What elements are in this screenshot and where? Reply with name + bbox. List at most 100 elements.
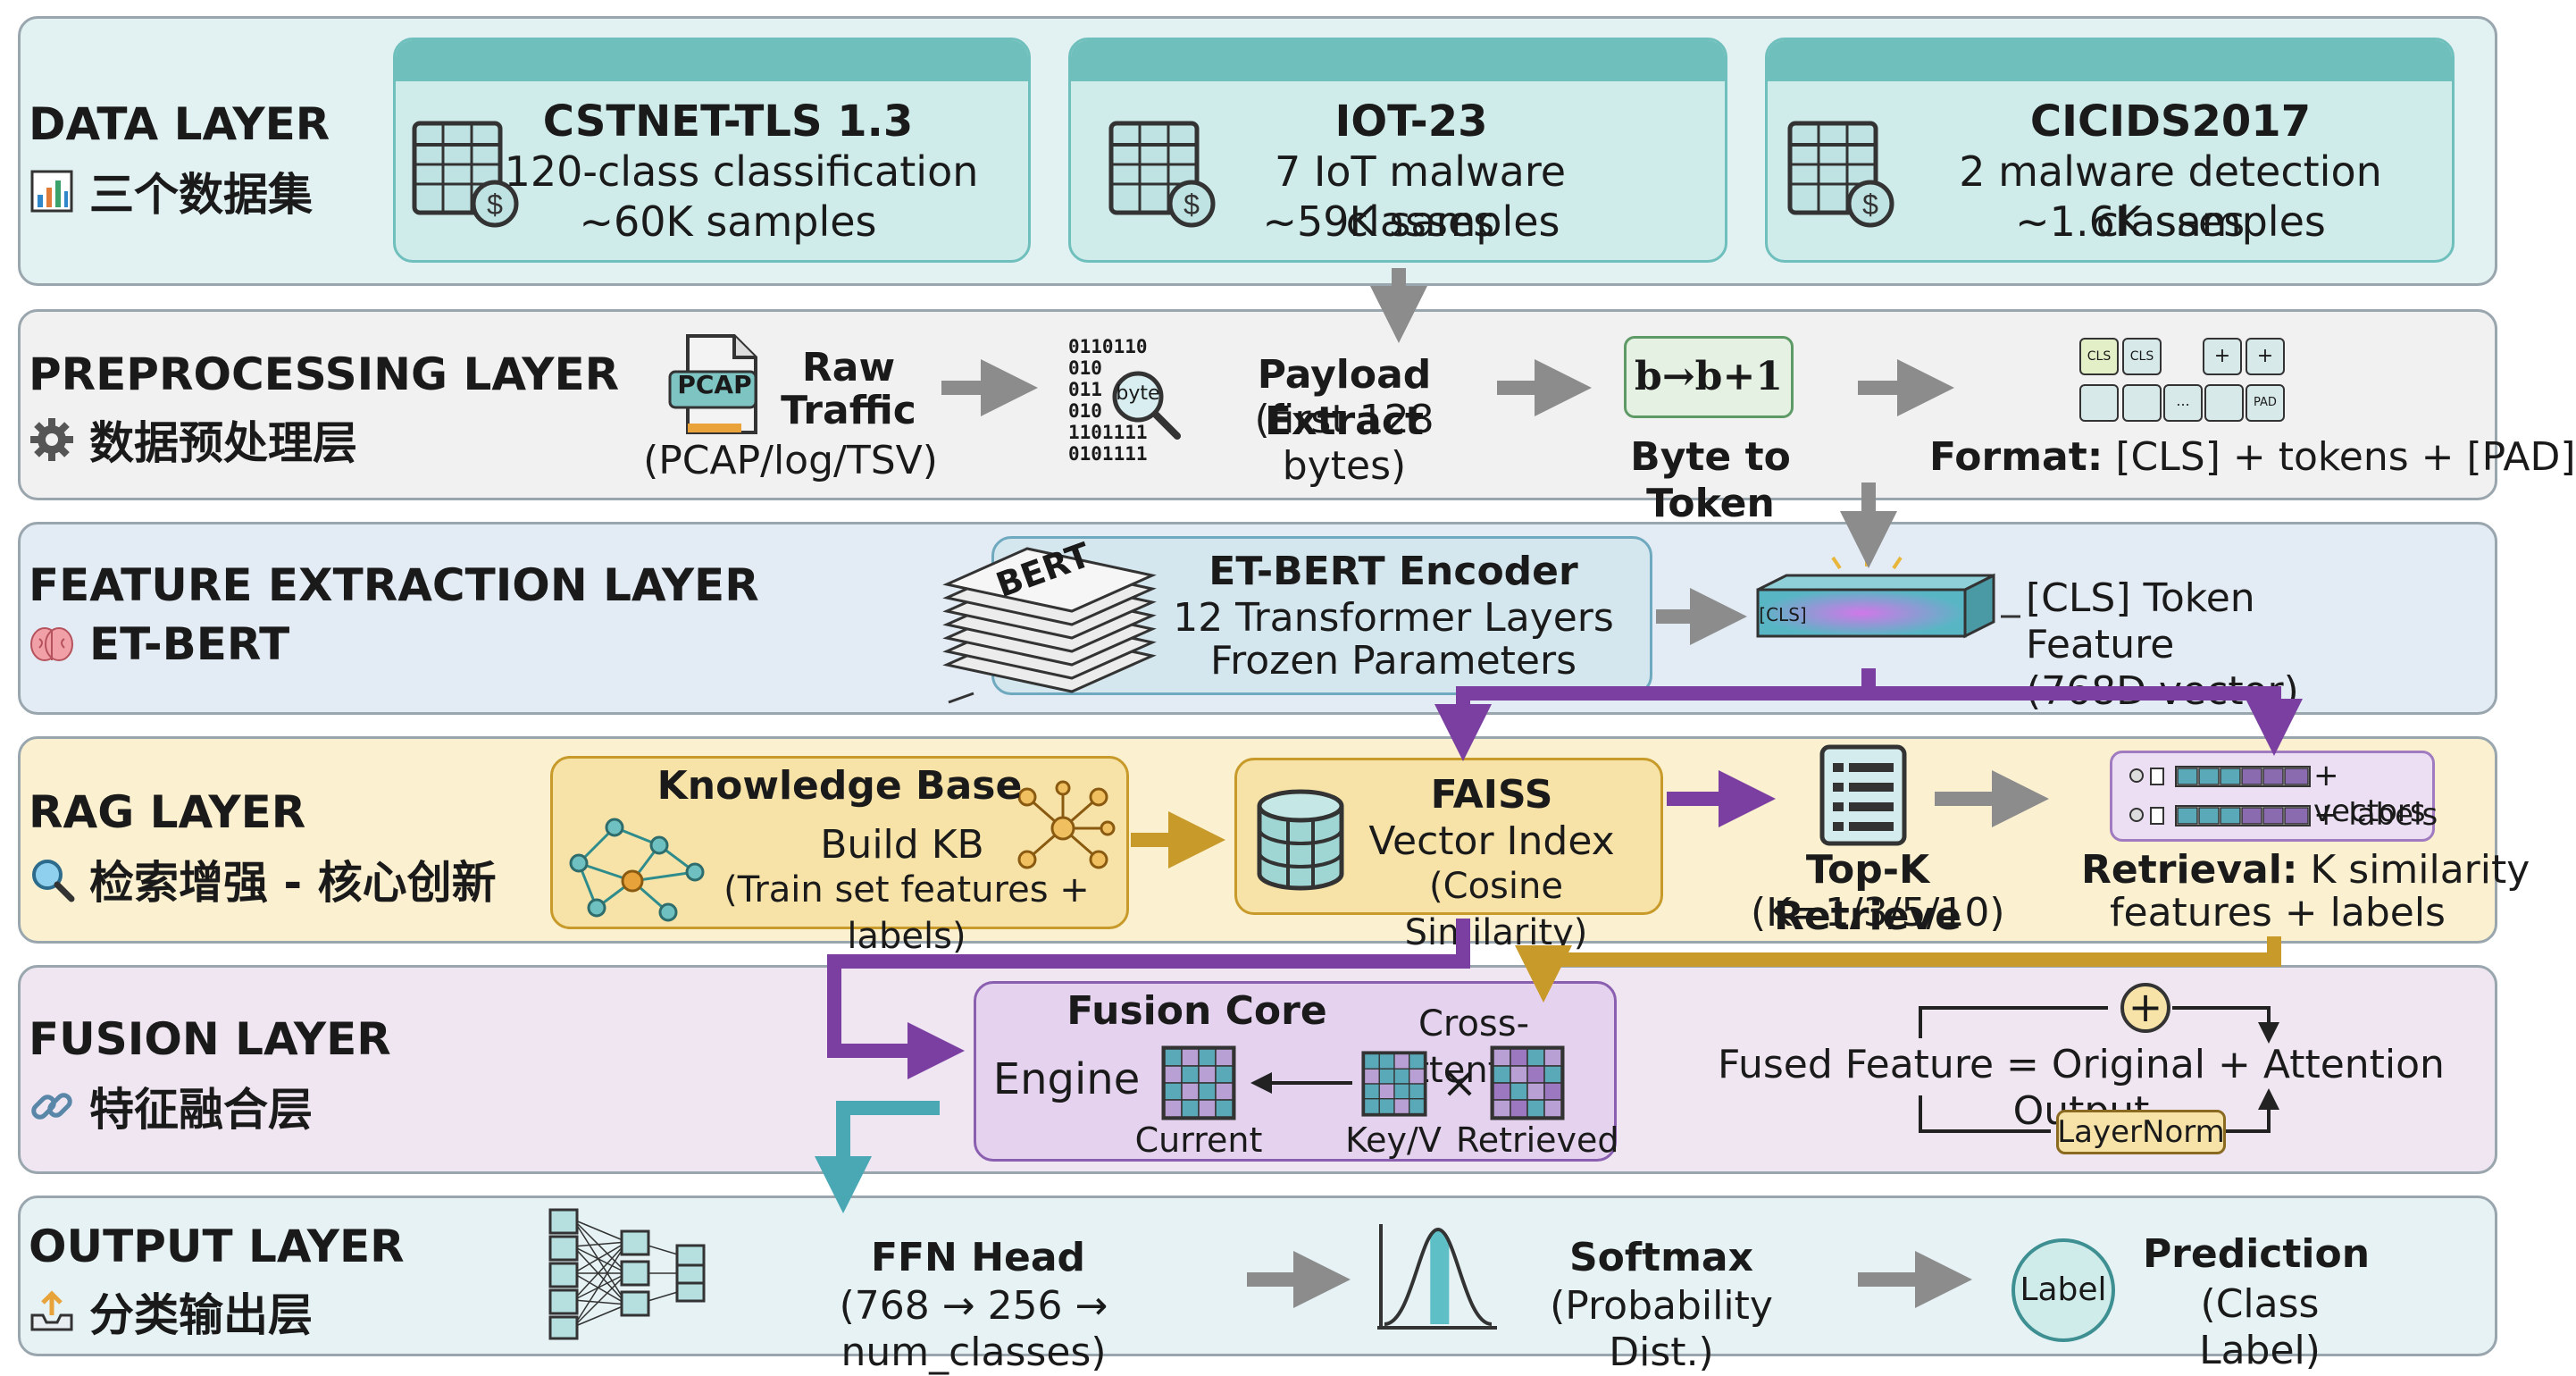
spreadsheet-dollar-icon: $ <box>1108 121 1216 228</box>
kb-line2: Build KB <box>820 822 984 868</box>
format-value: [CLS] + tokens + [PAD] <box>2103 434 2576 480</box>
token-cell: PAD <box>2246 384 2285 422</box>
encoder-line3: Frozen Parameters <box>1209 638 1577 684</box>
token-cell <box>2122 384 2162 422</box>
bar-chart-icon <box>29 168 75 214</box>
ffn-desc: (768 → 256 → num_classes) <box>839 1283 1108 1375</box>
topk-k: (K=1/3/5/10) <box>1751 890 2005 936</box>
binary-row: 011 <box>1068 379 1102 400</box>
svg-text:$: $ <box>1183 189 1200 221</box>
plus-symbol: + <box>2128 983 2163 1031</box>
fusion-layer-subtitle: 特征融合层 <box>29 1074 313 1138</box>
dataset-samples: ~60K samples <box>579 197 877 246</box>
ret-vectors: + vectors <box>2313 758 2426 829</box>
fusion-keyv-label: Key/V <box>1345 1120 1442 1160</box>
neural-network-icon <box>548 1208 706 1340</box>
list-icon <box>1819 744 1907 846</box>
faiss-title: FAISS <box>1430 772 1553 818</box>
format-label: Format: <box>1929 434 2103 480</box>
prediction-desc: (Class Label) <box>2199 1281 2321 1373</box>
binary-magnifier-icon <box>1112 371 1181 440</box>
dataset-desc: 120-class classification <box>504 147 979 196</box>
binary-block: 0110110 010 011 010 1101111 0101111 <box>1068 336 1154 465</box>
database-icon <box>1257 789 1344 891</box>
byte-to-token-label: Byte to Token <box>1630 434 1791 526</box>
layernorm-label: LayerNorm <box>2057 1114 2225 1150</box>
svg-text:$: $ <box>487 189 503 221</box>
dataset-samples: ~1.6K samples <box>2015 197 2326 246</box>
cls-feature-dim: (768D vector) <box>2026 668 2299 714</box>
network-graph-icon <box>569 818 705 922</box>
fusion-engine: Engine <box>992 1054 1141 1104</box>
dataset-name: IOT-23 <box>1334 96 1488 147</box>
dataset-name: CSTNET-TLS 1.3 <box>542 96 914 147</box>
byte-token-formula: b→b+1 <box>1635 354 1783 399</box>
token-cell <box>2079 384 2119 422</box>
fusion-current-label: Current <box>1134 1120 1263 1160</box>
binary-row: 0101111 <box>1068 443 1148 465</box>
payload-desc: (first 128 bytes) <box>1254 397 1434 489</box>
kb-line3: (Train set features + labels) <box>723 869 1090 957</box>
brain-icon <box>29 621 75 667</box>
spreadsheet-dollar-icon: $ <box>412 121 519 228</box>
retrieval-line2: features + labels <box>2110 890 2446 936</box>
output-layer-panel <box>18 1196 2497 1356</box>
raw-traffic-line1: Raw <box>801 345 896 390</box>
token-cell: + <box>2203 338 2242 375</box>
feature-layer-subtitle: ET-BERT <box>29 618 289 670</box>
bell-curve-icon <box>1377 1224 1497 1330</box>
encoder-title: ET-BERT Encoder <box>1209 549 1578 594</box>
token-cell: CLS <box>2122 338 2162 375</box>
payload-title: Payload Extract <box>1257 352 1432 444</box>
token-cell: + <box>2246 338 2285 375</box>
feature-layer-title: FEATURE EXTRACTION LAYER <box>29 559 759 611</box>
kb-title: Knowledge Base <box>657 763 1023 809</box>
prediction-title: Prediction <box>2142 1231 2371 1277</box>
token-cell <box>2204 384 2244 422</box>
preprocessing-layer-subtitle: 数据预处理层 <box>29 407 357 472</box>
cls-feature-title: [CLS] Token Feature <box>2026 575 2255 667</box>
dataset-samples: ~59K samples <box>1262 197 1560 246</box>
data-layer-subtitle: 三个数据集 <box>29 159 313 223</box>
ret-labels: + labels <box>2313 797 2438 833</box>
label-circle-icon <box>2011 1238 2115 1342</box>
fusion-times: × <box>1441 1058 1478 1108</box>
ffn-title: FFN Head <box>870 1235 1086 1280</box>
preprocessing-layer-title: PREPROCESSING LAYER <box>29 348 620 400</box>
pcap-icon-label: PCAP <box>677 370 752 399</box>
dataset-desc: 7 IoT malware classes <box>1274 147 1567 246</box>
encoder-line2: 12 Transformer Layers <box>1173 595 1614 641</box>
byte-token-formula-box <box>1624 336 1794 418</box>
feature-layer-subtitle-text: ET-BERT <box>89 618 290 670</box>
vectors-labels-icon <box>2129 766 2311 826</box>
binary-row: 010 <box>1068 400 1102 422</box>
retrieval-line1: Retrieval: K similarity <box>2081 847 2530 894</box>
rag-layer-title: RAG LAYER <box>29 786 306 838</box>
dataset-desc: 2 malware detection classes <box>1959 147 2382 246</box>
dataset-card-cicids <box>1765 38 2455 263</box>
rag-layer-subtitle-text: 检索增强 - 核心创新 <box>89 857 497 909</box>
raw-traffic-formats: (PCAP/log/TSV) <box>643 438 938 483</box>
softmax-desc: (Probability Dist.) <box>1550 1283 1773 1375</box>
cls-feature-text: [CLS] Token Feature (768D vector) <box>2026 575 2401 715</box>
retrieval-label: Retrieval: <box>2081 847 2298 893</box>
retrieval-rest: K similarity <box>2297 847 2530 893</box>
output-layer-title: OUTPUT LAYER <box>29 1221 405 1272</box>
spreadsheet-dollar-icon: $ <box>1787 121 1894 228</box>
magnifier-icon <box>29 856 75 902</box>
cls-tag: [CLS] <box>1759 604 1807 625</box>
data-layer-title: DATA LAYER <box>29 98 330 150</box>
binary-row: 010 <box>1068 357 1102 379</box>
token-grid: CLS CLS + + ... PAD <box>2079 338 2285 424</box>
preprocessing-layer-subtitle-text: 数据预处理层 <box>89 417 357 469</box>
svg-text:$: $ <box>1862 189 1878 221</box>
fusion-retrieved-label: Retrieved <box>1456 1120 1619 1160</box>
rag-layer-subtitle: 检索增强 - 核心创新 <box>29 847 497 911</box>
people-network-icon <box>1017 780 1116 869</box>
byte-badge: byte <box>1116 382 1160 405</box>
token-cell: CLS <box>2079 338 2119 375</box>
cls-token-bar-icon <box>1756 554 1995 639</box>
topk-title: Top-K Retrieve <box>1774 847 1961 939</box>
upload-tray-icon <box>29 1288 75 1335</box>
format-line: Format: [CLS] + tokens + [PAD] <box>1929 434 2576 481</box>
